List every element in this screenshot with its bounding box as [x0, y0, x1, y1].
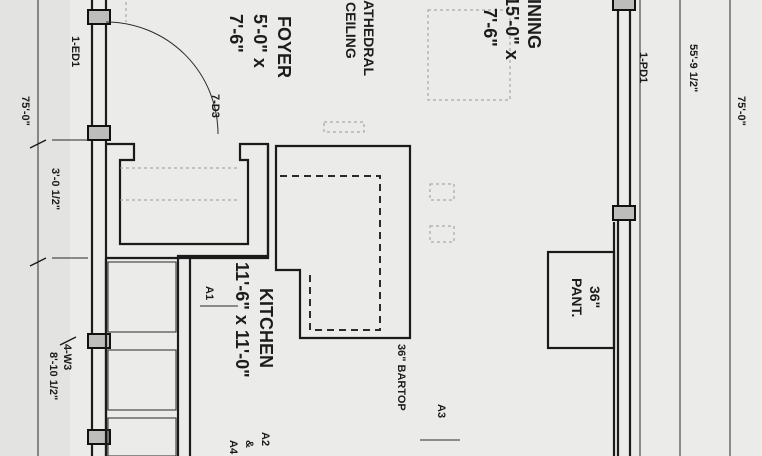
room-dining-dim1: 15'-0" x [502, 0, 522, 60]
dim-top-sub: 55'-9 1/2" [687, 44, 699, 92]
tag-kitchen-a4: A4 [227, 440, 239, 455]
dim-left-b: 8'-10 1/2" [47, 352, 59, 400]
wall-post [612, 0, 636, 11]
closet-outline [107, 261, 177, 456]
dim-left-a: 3'-0 1/2" [49, 168, 61, 210]
dim-overall-top: 75'-0" [735, 96, 747, 126]
tag-d3: 7-D3 [209, 94, 221, 118]
tag-w3: 4-W3 [61, 344, 73, 370]
room-foyer-name: FOYER [274, 16, 294, 78]
wall-post [87, 125, 111, 141]
room-foyer-dim1: 5'-0" x [250, 14, 270, 68]
kitchen-counter [274, 144, 412, 340]
wall-post [612, 205, 636, 221]
pantry [546, 222, 616, 456]
pantry-size: 36" [587, 286, 603, 308]
wall-post [87, 429, 111, 445]
tag-a3: A3 [435, 404, 447, 418]
tag-bartop: 36" BARTOP [395, 344, 407, 411]
labels: 75'-0" 55'-9 1/2" 1-PD1 DINING 15'-0" x … [19, 0, 747, 455]
dim-left-overall: 75'-0" [19, 96, 31, 126]
room-dining-name: DINING [524, 0, 544, 49]
cathedral-line1: CATHEDRAL [361, 0, 377, 77]
paper-shadow [0, 0, 70, 456]
left-dimension-lines [29, 0, 88, 456]
cathedral-line2: CEILING [343, 2, 359, 59]
interior-walls [104, 142, 270, 456]
tag-kitchen-amp: & [243, 440, 255, 448]
exterior-wall-left [87, 0, 111, 456]
room-dining-dim2: 7'-6" [480, 8, 500, 47]
dining-furniture [323, 9, 511, 243]
top-dimension-lines [639, 0, 731, 456]
tag-a1: A1 [203, 286, 215, 300]
tag-kitchen-a2: A2 [259, 432, 271, 446]
pantry-name: PANT. [569, 278, 585, 317]
room-kitchen-name: KITCHEN [256, 288, 276, 368]
exterior-wall-right [612, 0, 636, 456]
wall-post [87, 9, 111, 25]
tag-ed1: 1-ED1 [69, 36, 81, 67]
door-swing-arc [105, 21, 219, 135]
room-kitchen-dim: 11'-6" x 11'-0" [232, 262, 252, 378]
room-foyer-dim2: 7'-6" [226, 14, 246, 53]
tag-pd1: 1-PD1 [637, 52, 649, 83]
wall-post [87, 333, 111, 349]
